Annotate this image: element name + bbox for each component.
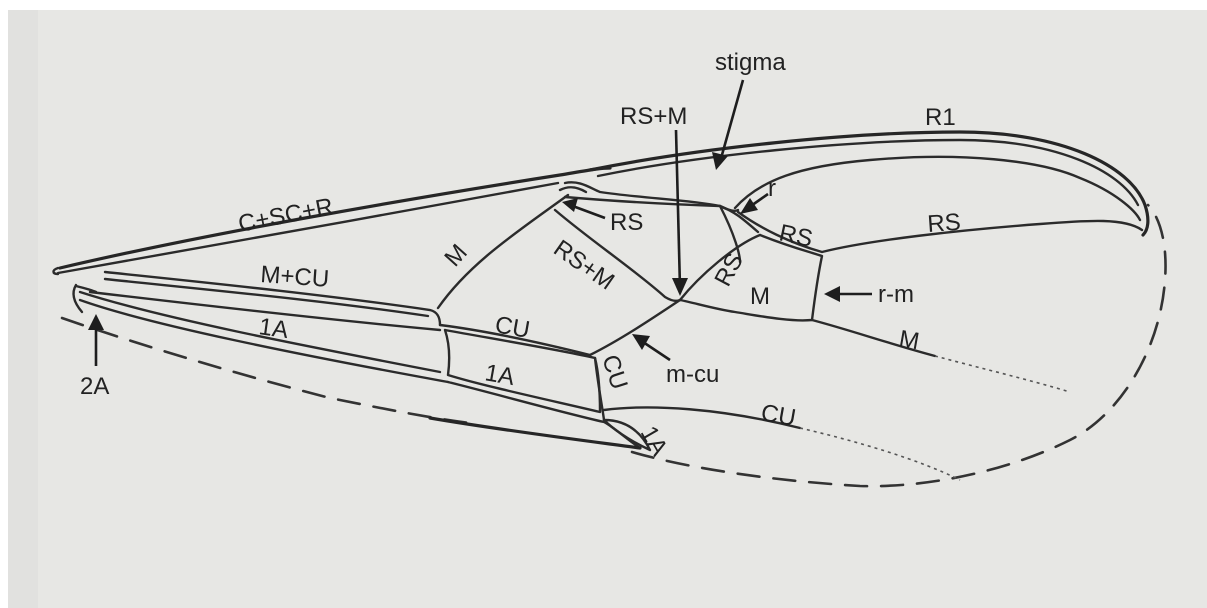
- paper-background: [8, 10, 1207, 608]
- label-m-cu-cross: m-cu: [666, 361, 719, 388]
- label-m-cu: M+CU: [260, 261, 330, 293]
- label-rs-m-top: RS+M: [620, 103, 687, 130]
- paper-shadow-left: [8, 10, 38, 608]
- label-2a: 2A: [80, 373, 109, 400]
- label-1a-mid: 1A: [483, 359, 517, 391]
- label-rs-right: RS: [927, 209, 962, 238]
- label-1a-left: 1A: [257, 313, 290, 344]
- label-r1: R1: [925, 104, 956, 131]
- label-m-mid: M: [750, 283, 770, 310]
- label-r-m: r-m: [878, 281, 914, 308]
- label-stigma: stigma: [715, 49, 786, 76]
- label-r: r: [768, 175, 776, 202]
- label-rs-arrow: RS: [610, 209, 643, 236]
